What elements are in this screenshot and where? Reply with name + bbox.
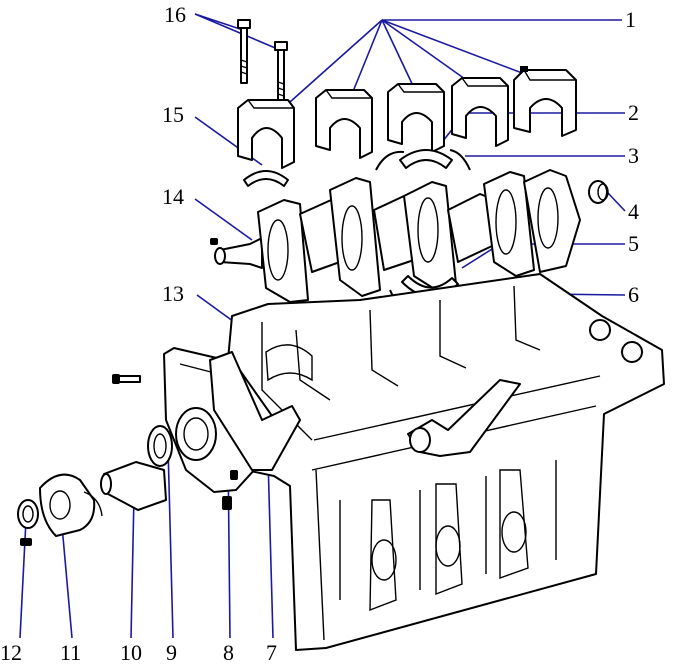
label-3: 3 [628,143,639,168]
front-cover-assembly [17,347,301,546]
label-9: 9 [166,640,177,665]
label-1: 1 [625,7,636,32]
label-11: 11 [60,640,81,665]
label-8: 8 [223,640,234,665]
main-bearing-caps [237,66,577,169]
label-12: 12 [0,640,22,665]
crankshaft [210,169,581,303]
label-10: 10 [120,640,142,665]
label-16: 16 [164,2,186,27]
main-bearing-bolts [237,19,288,106]
label-15: 15 [162,102,184,127]
callout-labels: 16 1 15 2 3 14 4 5 13 6 12 11 10 9 8 7 [0,2,639,665]
label-5: 5 [628,231,639,256]
bearing-shells-upper [243,149,471,187]
label-6: 6 [628,282,639,307]
label-13: 13 [162,281,184,306]
label-2: 2 [628,100,639,125]
label-7: 7 [266,640,277,665]
pilot-bushing [588,180,609,204]
label-14: 14 [162,184,184,209]
label-4: 4 [628,199,639,224]
engine-block [227,273,665,651]
